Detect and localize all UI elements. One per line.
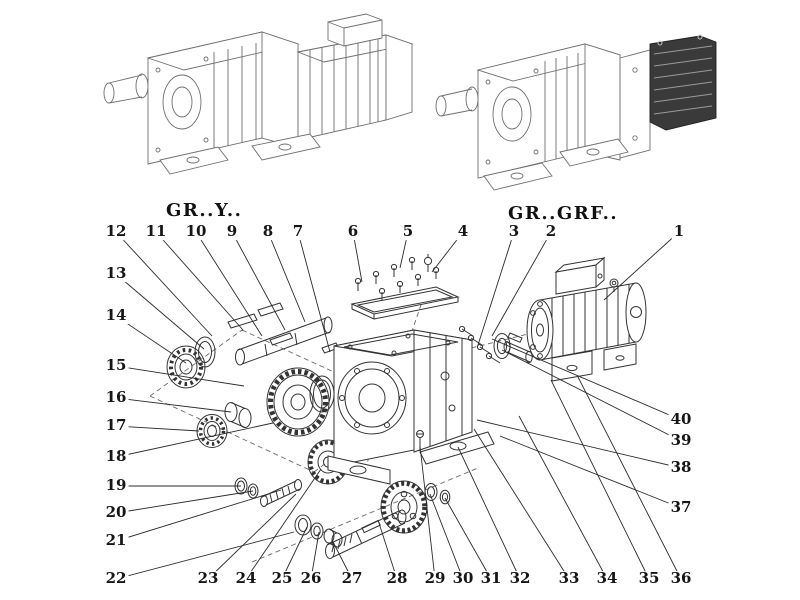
leader-line-25 bbox=[281, 526, 308, 580]
leader-line-37 bbox=[499, 435, 682, 509]
output-gear bbox=[380, 480, 451, 534]
leader-line-15 bbox=[115, 365, 245, 387]
leader-line-32 bbox=[457, 446, 521, 580]
leader-line-39 bbox=[501, 349, 682, 442]
leader-line-3 bbox=[477, 231, 515, 346]
coupling-parts bbox=[458, 325, 533, 364]
leader-line-2 bbox=[491, 231, 552, 337]
leader-line-27 bbox=[331, 539, 353, 580]
assembled-unit-gry bbox=[103, 13, 414, 175]
leader-line-16 bbox=[115, 397, 232, 413]
leader-line-20 bbox=[115, 490, 254, 514]
top-cover bbox=[350, 254, 460, 320]
pinion-shaft bbox=[260, 479, 302, 507]
leader-line-9 bbox=[231, 231, 286, 331]
leader-line-6 bbox=[352, 231, 363, 283]
leader-line-30 bbox=[429, 493, 464, 580]
leader-line-29 bbox=[419, 445, 436, 580]
leader-line-38 bbox=[476, 419, 682, 469]
input-bearing bbox=[166, 345, 206, 389]
leader-line-28 bbox=[377, 519, 398, 580]
leader-line-17 bbox=[115, 425, 200, 432]
leader-line-5 bbox=[399, 231, 409, 269]
leader-line-34 bbox=[518, 415, 608, 580]
motor bbox=[526, 256, 647, 382]
leader-line-1 bbox=[603, 231, 680, 301]
leader-line-14 bbox=[115, 315, 187, 364]
leader-line-24 bbox=[245, 468, 322, 580]
exploded-view bbox=[166, 254, 647, 559]
leader-line-26 bbox=[310, 531, 320, 580]
leader-line-31 bbox=[444, 497, 492, 580]
leader-line-23 bbox=[207, 493, 297, 580]
input-shaft-assembly bbox=[194, 302, 340, 368]
leader-line-36 bbox=[577, 376, 682, 580]
leader-line-10 bbox=[195, 231, 263, 337]
spacer-sleeve bbox=[224, 402, 252, 428]
leader-line-4 bbox=[431, 231, 464, 273]
leader-line-40 bbox=[491, 338, 682, 421]
assembled-unit-grf bbox=[435, 34, 717, 191]
leader-line-12 bbox=[115, 231, 213, 337]
leader-line-33 bbox=[473, 428, 570, 580]
variant-label-gry: GR..Y.. bbox=[166, 200, 243, 221]
leader-line-8 bbox=[267, 231, 306, 323]
leader-line-35 bbox=[550, 379, 650, 580]
leader-line-21 bbox=[115, 489, 282, 542]
leader-line-11 bbox=[155, 231, 244, 331]
leader-line-18 bbox=[115, 422, 274, 458]
leader-line-13 bbox=[115, 273, 205, 350]
variant-label-grf: GR..GRF.. bbox=[508, 203, 619, 224]
leader-line-22 bbox=[115, 531, 295, 580]
housing bbox=[327, 329, 495, 485]
leader-line-7 bbox=[297, 231, 331, 353]
